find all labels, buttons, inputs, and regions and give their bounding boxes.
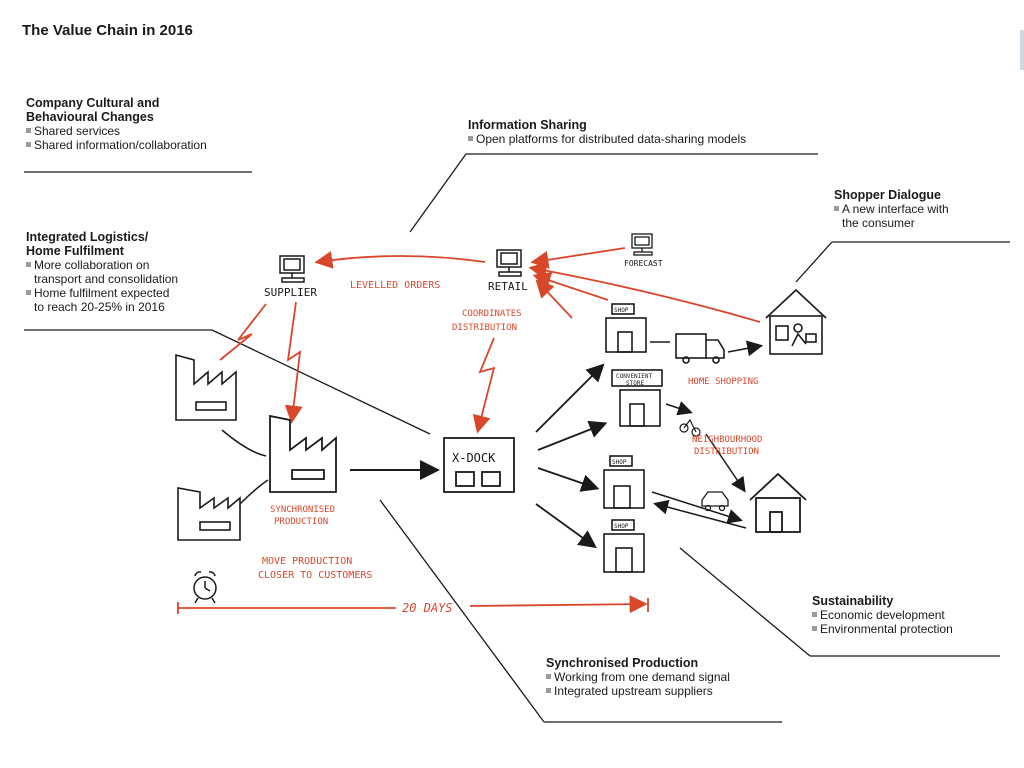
distribution-arrows	[535, 363, 608, 549]
coordinates-label: COORDINATES	[462, 309, 522, 319]
callout-heading: Information Sharing	[468, 118, 587, 132]
callout-heading: Behavioural Changes	[26, 110, 154, 124]
callout-sustainability: Sustainability Economic development Envi…	[812, 594, 953, 636]
delivery-van-icon	[675, 333, 725, 364]
sync-production-label-2: PRODUCTION	[274, 517, 328, 527]
move-production-label: MOVE PRODUCTION	[262, 556, 352, 567]
timeline-20-days	[177, 595, 649, 614]
retail-label: RETAIL	[488, 280, 528, 293]
home-with-shopper-icon	[765, 288, 827, 355]
shop-icon	[603, 455, 645, 509]
twenty-days-label: 20 DAYS	[402, 601, 453, 615]
callout-leader-lines	[24, 153, 1010, 723]
callout-sync-production: Synchronised Production Working from one…	[546, 656, 730, 698]
page-title: The Value Chain in 2016	[22, 22, 193, 39]
callout-heading: Shopper Dialogue	[834, 188, 941, 202]
supplier-label: SUPPLIER	[264, 286, 317, 299]
bullet-item: Shared services	[26, 124, 207, 138]
bullet-item: Open platforms for distributed data-shar…	[468, 132, 746, 146]
bullet-item: A new interface with	[834, 202, 949, 216]
supplier-computer-icon	[279, 255, 305, 283]
levelled-orders-label: LEVELLED ORDERS	[350, 280, 440, 291]
bullet-continuation: transport and consolidation	[34, 272, 179, 286]
neighbourhood-label: NEIGHBOURHOOD	[692, 435, 762, 445]
callout-heading: Sustainability	[812, 594, 894, 608]
home-shopping-label: HOME SHOPPING	[688, 377, 758, 387]
bullet-item: Working from one demand signal	[546, 670, 730, 684]
bullet-continuation: to reach 20-25% in 2016	[34, 300, 165, 314]
factory-main-icon	[269, 414, 337, 493]
bullet-item: More collaboration on	[26, 258, 178, 272]
factory-links	[221, 429, 269, 505]
bullet-continuation: the consumer	[842, 216, 915, 230]
bullet-item: Integrated upstream suppliers	[546, 684, 730, 698]
callout-heading: Integrated Logistics/	[26, 230, 149, 244]
convenience-sign: CONVENIENT	[616, 373, 653, 380]
callout-cultural: Company Cultural and Behavioural Changes…	[26, 96, 207, 152]
retail-computer-icon	[496, 249, 522, 277]
bicycle-icon	[679, 418, 701, 437]
x-dock-icon	[443, 437, 515, 493]
x-dock-label: X-DOCK	[452, 451, 496, 465]
forecast-label: FORECAST	[624, 259, 663, 268]
factory-icon	[175, 353, 237, 421]
bullet-item: Environmental protection	[812, 622, 953, 636]
bullet-item: Economic development	[812, 608, 953, 622]
edge-tab	[1020, 30, 1024, 70]
alarm-clock-icon	[193, 571, 217, 604]
closer-customers-label: CLOSER TO CUSTOMERS	[258, 570, 372, 581]
neighbourhood-flows	[651, 401, 747, 529]
shop-icon	[603, 519, 645, 573]
callout-logistics: Integrated Logistics/ Home Fulfilment Mo…	[26, 230, 178, 314]
information-flows	[219, 247, 761, 434]
callout-info-sharing: Information Sharing Open platforms for d…	[468, 118, 746, 146]
convenience-sign-2: STORE	[626, 380, 644, 387]
convenience-store-icon	[611, 369, 663, 427]
distribution-label: DISTRIBUTION	[452, 323, 517, 333]
sync-production-label: SYNCHRONISED	[270, 505, 335, 515]
house-icon	[749, 472, 807, 533]
shop-sign: SHOP	[614, 523, 629, 530]
callout-heading: Synchronised Production	[546, 656, 699, 670]
van-to-home-arrow	[727, 340, 764, 357]
factory-icon	[177, 487, 241, 541]
bullet-item: Shared information/collaboration	[26, 138, 207, 152]
neighbourhood-distribution-label: DISTRIBUTION	[694, 447, 759, 457]
callout-heading: Company Cultural and	[26, 96, 160, 110]
shop-icon	[605, 303, 647, 353]
forecast-computer-icon	[631, 233, 653, 256]
callout-shopper: Shopper Dialogue A new interface with th…	[834, 188, 949, 230]
car-icon	[701, 491, 729, 512]
shop-sign: SHOP	[614, 307, 629, 314]
shop-sign: SHOP	[612, 459, 627, 466]
callout-heading: Home Fulfilment	[26, 244, 124, 258]
bullet-item: Home fulfilment expected	[26, 286, 178, 300]
